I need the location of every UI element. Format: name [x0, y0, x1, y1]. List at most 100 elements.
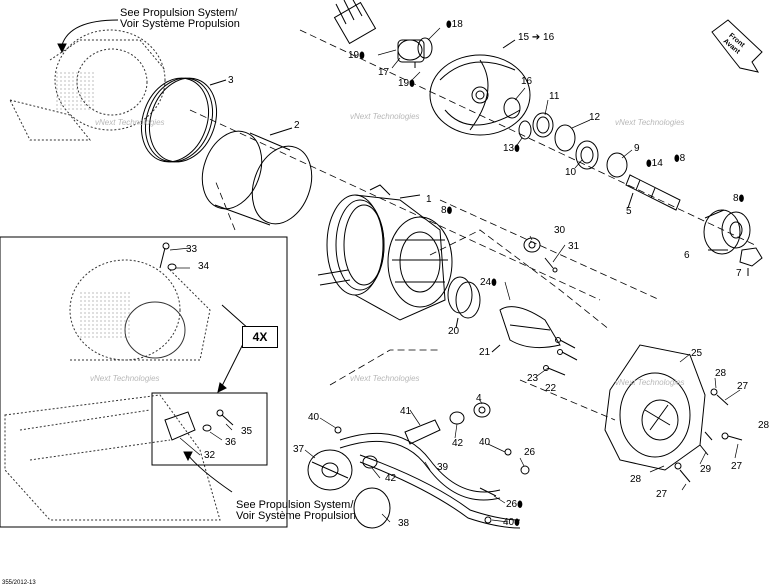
callout-27-a: 27	[737, 381, 749, 392]
callout-29: 29	[700, 464, 712, 475]
part-21-venturi-cone	[499, 306, 561, 349]
callout-18: ⬮18	[446, 19, 463, 30]
part-34-washer	[167, 263, 177, 271]
callout-number: 8	[733, 193, 739, 204]
callout-14: ⬮14	[646, 158, 663, 169]
callout-1: 1	[426, 194, 432, 205]
part-9-o-ring	[606, 152, 628, 178]
reference-line: See Propulsion System/	[236, 499, 354, 511]
lube-mark: ⬮	[646, 158, 652, 168]
watermark: vNext Technologies	[615, 118, 685, 127]
callout-19-b: 19⬮	[398, 78, 415, 89]
callout-8-c: 8⬮	[441, 205, 452, 216]
callout-leaders	[169, 27, 741, 523]
callout-41: 41	[400, 406, 412, 417]
part-33-bolt	[159, 242, 170, 269]
part-18-hose-fitting	[333, 0, 377, 45]
reference-text-top: See Propulsion System/ Voir Système Prop…	[120, 8, 240, 30]
callout-28-c: 28	[758, 420, 769, 431]
callout-16: 16	[521, 76, 533, 87]
part-11-seal	[532, 112, 554, 138]
callout-32: 32	[204, 450, 216, 461]
callout-4: 4	[476, 393, 482, 404]
callout-number: 19	[398, 78, 410, 89]
part-30-cap	[523, 237, 541, 253]
callout-35: 35	[241, 426, 253, 437]
lube-mark: ⬮	[674, 153, 680, 163]
callout-40-b: 40	[479, 437, 491, 448]
part-1-pump-housing	[317, 184, 446, 321]
callout-6: 6	[684, 250, 690, 261]
callout-number: 13	[503, 143, 515, 154]
part-17-fitting	[397, 37, 433, 63]
part-4-connector	[473, 402, 491, 418]
callout-42-b: 42	[385, 473, 397, 484]
callout-8-a: ⬮8	[674, 153, 685, 164]
callout-number: 40	[503, 517, 515, 528]
reference-line: Voir Système Propulsion	[236, 510, 356, 522]
callout-28-a: 28	[715, 368, 727, 379]
part-31-screw	[544, 257, 558, 273]
part-6-bearing	[703, 209, 751, 255]
part-35-bolt	[216, 409, 234, 426]
part-38-o-ring	[353, 487, 391, 529]
lube-mark: ⬮	[359, 50, 365, 60]
callout-2: 2	[294, 120, 300, 131]
part-37-fitting	[307, 449, 353, 491]
lube-mark: ⬮	[517, 499, 523, 509]
detail-inset-frame	[0, 236, 288, 528]
callout-22: 22	[545, 383, 557, 394]
callout-40-a: 40	[308, 412, 320, 423]
quantity-badge-4x: 4X	[242, 326, 278, 348]
callout-24: 24⬮	[480, 277, 497, 288]
reference-text-bottom: See Propulsion System/ Voir Système Prop…	[236, 500, 356, 522]
callout-9: 9	[634, 143, 640, 154]
part-7-nut	[739, 247, 763, 267]
callout-number: 26	[506, 499, 518, 510]
callout-33: 33	[186, 244, 198, 255]
part-12-ring	[554, 124, 576, 152]
callout-26-a: 26	[524, 447, 536, 458]
part-20-o-rings	[447, 276, 481, 319]
callout-23: 23	[527, 373, 539, 384]
lube-mark: ⬮	[738, 193, 745, 203]
drawing-code: 355/2012-13	[2, 580, 36, 586]
inset-engine-housing	[69, 259, 211, 361]
reference-line: See Propulsion System/	[120, 7, 238, 19]
reference-line: Voir Système Propulsion	[120, 18, 240, 30]
callout-20: 20	[448, 326, 460, 337]
lube-mark: ⬮	[446, 205, 453, 215]
callout-12: 12	[589, 112, 601, 123]
callout-10: 10	[565, 167, 577, 178]
callout-19-a: 19⬮	[348, 50, 365, 61]
callout-34: 34	[198, 261, 210, 272]
callout-40-c: 40⬮	[503, 517, 520, 528]
part-25-pump-cover	[604, 344, 706, 471]
callout-number: 8	[679, 153, 686, 164]
callout-28-b: 28	[630, 474, 642, 485]
part-42-clamps	[362, 411, 465, 469]
reference-arrow-top	[61, 19, 119, 46]
callout-3: 3	[228, 75, 234, 86]
part-10-bearing	[575, 140, 599, 170]
callout-number: 18	[451, 19, 463, 30]
callout-30: 30	[554, 225, 566, 236]
callout-31: 31	[568, 241, 580, 252]
assembly-axis-lines	[189, 29, 756, 421]
part-16-ring	[503, 97, 521, 119]
part-15-impeller	[429, 54, 531, 136]
callout-11: 11	[549, 91, 560, 102]
part-8-wear-ring	[387, 216, 453, 308]
callout-17: 17	[378, 67, 390, 78]
part-26-fittings	[479, 465, 530, 497]
part-41-hose	[404, 419, 441, 445]
callout-25: 25	[691, 348, 703, 359]
callout-5: 5	[626, 206, 632, 217]
front-direction-arrow	[711, 19, 763, 73]
callout-26-b: 26⬮	[506, 499, 523, 510]
callout-39: 39	[437, 462, 449, 473]
callout-number: 24	[480, 277, 492, 288]
callout-7: 7	[736, 268, 742, 279]
lube-mark: ⬮	[446, 19, 452, 29]
